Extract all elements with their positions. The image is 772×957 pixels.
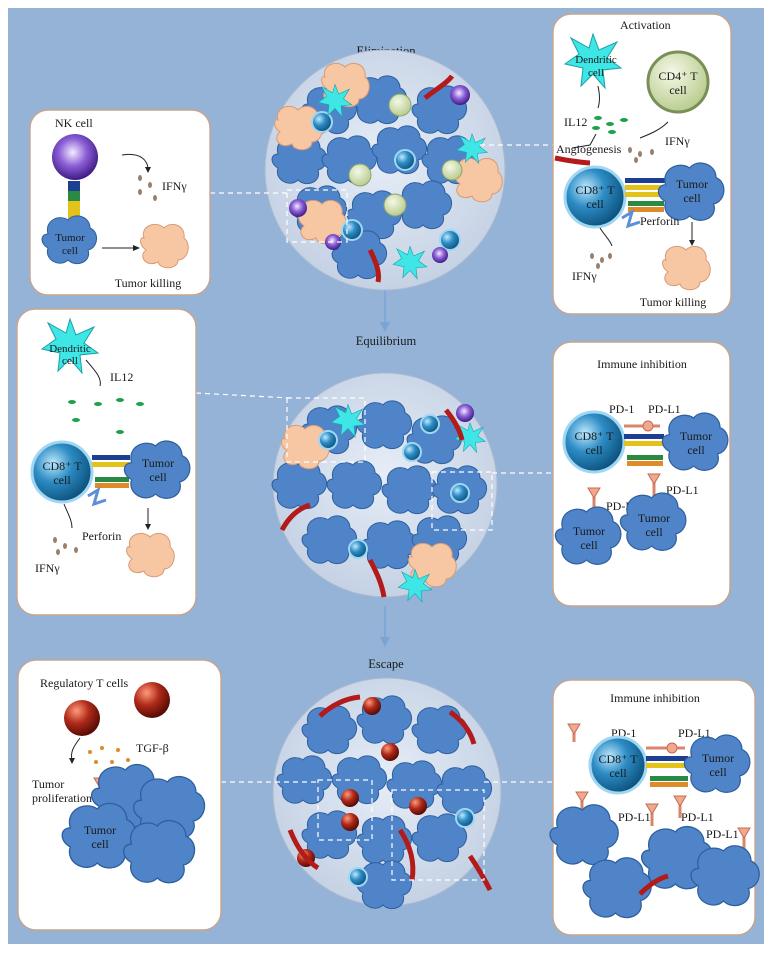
inh2-pdl1-icons xyxy=(567,723,751,850)
inh1-pdl1-right-icon xyxy=(647,473,661,498)
dc-label-1: Dendritic xyxy=(575,54,617,66)
eq-cd8-label-2: cell xyxy=(53,473,71,487)
inh2-pd1-pdl1-complex-icon xyxy=(646,742,688,787)
tumor-killing-label: Tumor killing xyxy=(115,276,182,290)
inhibition-1-title: Immune inhibition xyxy=(597,357,687,371)
phase-title-equilibrium: Equilibrium xyxy=(356,334,417,348)
inh1-tumor-right-label-2: cell xyxy=(645,525,663,539)
inhibition-2-title: Immune inhibition xyxy=(610,691,700,705)
inh1-tumor-main-label-2: cell xyxy=(687,443,705,457)
inh1-tumor-left-label-1: Tumor xyxy=(573,524,605,538)
nk-ifn-label: IFNγ xyxy=(162,179,187,193)
cd8-label-1: CD8⁺ T xyxy=(575,183,615,197)
nk-cell-icon xyxy=(52,134,98,180)
dc-label-2: cell xyxy=(588,67,604,79)
eq-dc-label-1: Dendritic xyxy=(49,343,91,355)
eq-dc-label-2: cell xyxy=(62,355,78,367)
cd4-label-1: CD4⁺ T xyxy=(658,69,698,83)
equilibrium-tumor-mass xyxy=(271,372,498,603)
inh1-pd1-label: PD-1 xyxy=(609,402,634,416)
eq-ifn-label: IFNγ xyxy=(35,561,60,575)
inh1-cd8-label-2: cell xyxy=(585,443,603,457)
treg-cell-icon-2 xyxy=(134,682,170,718)
eq-tumor-label-1: Tumor xyxy=(142,456,174,470)
eq-il12-label: IL12 xyxy=(110,370,133,384)
connector-lines xyxy=(195,144,555,783)
inh1-tumor-left-label-2: cell xyxy=(580,538,598,552)
tumor-cell-label-2: cell xyxy=(62,245,78,257)
treg-cell-icon-1 xyxy=(64,700,100,736)
eq-tcr-complex-icon xyxy=(92,455,130,488)
ifn-top-label: IFNγ xyxy=(665,134,690,148)
equilibrium-panel: Dendritic cell IL12 CD8⁺ T cell Tumor ce… xyxy=(16,308,197,616)
proliferation-label-2: proliferation xyxy=(32,791,92,805)
angiogenesis-label: Angiogenesis xyxy=(556,142,622,156)
nk-cell-label: NK cell xyxy=(55,116,93,130)
cd4-label-2: cell xyxy=(669,83,687,97)
inh2-cd8-label-2: cell xyxy=(609,766,627,780)
eq-cd8-label-1: CD8⁺ T xyxy=(42,459,82,473)
inh2-cd8-label-1: CD8⁺ T xyxy=(598,752,638,766)
inh2-tumor-label-2: cell xyxy=(709,765,727,779)
il12-label: IL12 xyxy=(564,115,587,129)
nk-receptor-icon xyxy=(68,181,80,221)
perforin-label: Perforin xyxy=(640,214,679,228)
ifn-dots xyxy=(138,175,157,201)
act-tumor-label-2: cell xyxy=(683,191,701,205)
elimination-tumor-mass xyxy=(264,49,506,291)
inh1-cd8-label-1: CD8⁺ T xyxy=(574,429,614,443)
regulatory-t-cell-panel: Regulatory T cells TGF-β Tumor prolifera… xyxy=(17,659,222,931)
inh1-pdl1-top-label: PD-L1 xyxy=(648,402,681,416)
activation-panel: Activation Dendritic cell CD4⁺ T cell IL… xyxy=(552,13,732,315)
phase-flow-arrows xyxy=(380,290,390,647)
inh2-pdl1-a-label: PD-L1 xyxy=(618,810,651,824)
act-tumor-killing-label: Tumor killing xyxy=(640,295,707,309)
ifn-bottom-label: IFNγ xyxy=(572,269,597,283)
immune-inhibition-panel-2: Immune inhibition PD-1 PD-L1 CD8⁺ T cell… xyxy=(549,679,760,936)
escape-tumor-mass xyxy=(272,677,502,910)
proliferation-label-1: Tumor xyxy=(32,777,64,791)
tgf-dots xyxy=(88,746,130,772)
reg-tumor-label-2: cell xyxy=(91,837,109,851)
act-tumor-label-1: Tumor xyxy=(676,177,708,191)
nk-cell-panel: NK cell Tumor cell IFNγ Tumor killing xyxy=(29,109,211,296)
tgf-label: TGF-β xyxy=(136,741,169,755)
inh1-tumor-right-label-1: Tumor xyxy=(638,511,670,525)
inh2-pdl1-top-label: PD-L1 xyxy=(678,726,711,740)
cd4-cell-icon xyxy=(646,50,710,114)
inh2-pdl1-b-label: PD-L1 xyxy=(681,810,714,824)
eq-cd8-cell-icon xyxy=(30,440,94,504)
tcr-complex-icon xyxy=(625,178,665,212)
reg-tumor-label-1: Tumor xyxy=(84,823,116,837)
eq-perforin-label: Perforin xyxy=(82,529,121,543)
inh1-pdl1-right-label: PD-L1 xyxy=(666,483,699,497)
inh1-pd1-pdl1-complex-icon xyxy=(624,420,664,466)
cd8-label-2: cell xyxy=(586,197,604,211)
activation-title: Activation xyxy=(620,18,671,32)
eq-tumor-label-2: cell xyxy=(149,470,167,484)
regulatory-title: Regulatory T cells xyxy=(40,676,129,690)
inh2-pdl1-c-label: PD-L1 xyxy=(706,827,739,841)
tumor-cell-label-1: Tumor xyxy=(55,232,85,244)
inh2-tumor-label-1: Tumor xyxy=(702,751,734,765)
inh1-tumor-main-label-1: Tumor xyxy=(680,429,712,443)
immune-inhibition-panel-1: Immune inhibition PD-1 PD-L1 CD8⁺ T cell… xyxy=(552,341,731,607)
phase-title-escape: Escape xyxy=(368,657,404,671)
